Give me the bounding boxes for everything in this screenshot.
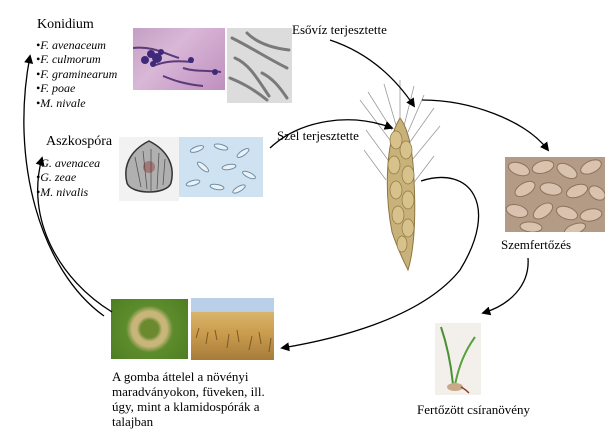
list-item: •M. nivalis: [36, 185, 100, 199]
list-item: •G. zeae: [36, 170, 100, 184]
list-item: •F. graminearum: [36, 67, 117, 81]
conidium-species-list: •F. avenaceum •F. culmorum •F. graminear…: [36, 38, 117, 110]
ascospore-title: Aszkospóra: [46, 134, 112, 149]
arrow-wheat-to-soil: [282, 177, 479, 348]
seed-infection-label: Szemfertőzés: [501, 237, 571, 252]
infected-seedling-label: Fertőzött csíranövény: [417, 402, 530, 417]
list-item: •M. nivale: [36, 96, 117, 110]
overwintering-caption: A gomba áttelel a növényi maradványokon,…: [112, 369, 282, 429]
arrow-rain-to-wheat: [330, 40, 414, 106]
list-item: •F. poae: [36, 81, 117, 95]
arrow-grain-to-seedling: [483, 258, 528, 313]
conidium-title: Konidium: [37, 17, 94, 32]
list-item: •F. avenaceum: [36, 38, 117, 52]
list-item: •G. avenacea: [36, 156, 100, 170]
rain-dispersal-label: Esővíz terjesztette: [292, 22, 387, 37]
arrow-wheat-to-grain: [422, 100, 548, 150]
wind-dispersal-label: Szél terjesztette: [277, 128, 359, 143]
list-item: •F. culmorum: [36, 52, 117, 66]
ascospore-species-list: •G. avenacea •G. zeae •M. nivalis: [36, 156, 100, 199]
